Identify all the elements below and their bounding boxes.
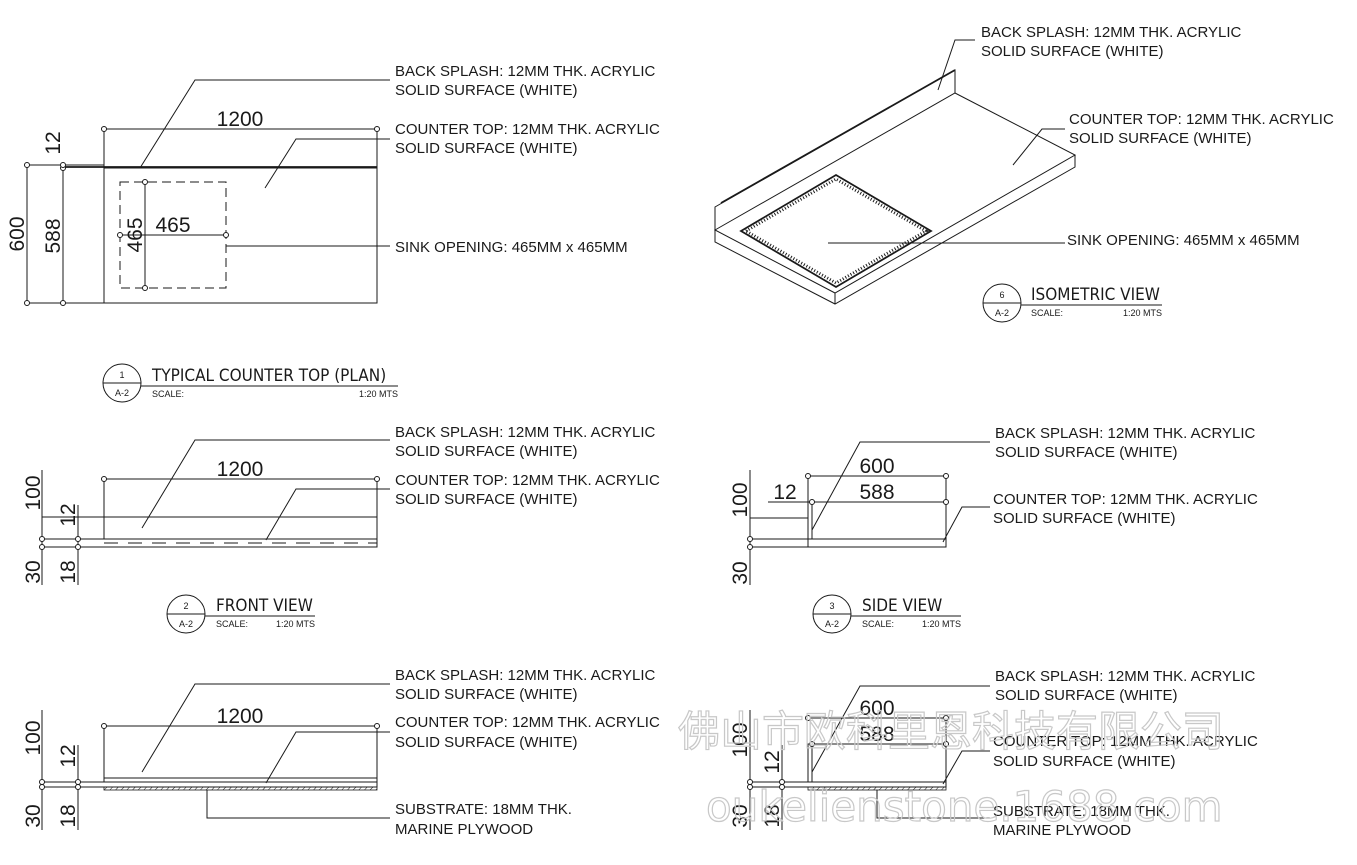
side-view-title: SIDE VIEW bbox=[862, 596, 942, 616]
iso-sheet-number: A-2 bbox=[995, 308, 1009, 318]
side-backsplash bbox=[807, 501, 813, 540]
section-front-substrate bbox=[103, 786, 378, 791]
front-sheet-number: A-2 bbox=[179, 619, 193, 629]
plan-note-sink-opening: SINK OPENING: 465MM x 465MM bbox=[395, 239, 628, 256]
plan-dim-588: 588 bbox=[42, 218, 65, 253]
side-dim-100: 100 bbox=[729, 482, 752, 517]
side-dim-12: 12 bbox=[773, 481, 796, 504]
plan-dim-12: 12 bbox=[42, 131, 65, 154]
front-dim-12: 12 bbox=[57, 503, 80, 526]
section-side-note-countertop-line2: SOLID SURFACE (WHITE) bbox=[993, 753, 1176, 770]
side-note-countertop-line1: COUNTER TOP: 12MM THK. ACRYLIC bbox=[993, 491, 1258, 508]
plan-scale-value: 1:20 MTS bbox=[359, 389, 398, 399]
side-scale-label: SCALE: bbox=[862, 619, 894, 629]
plan-counter-outline bbox=[103, 167, 378, 304]
side-scale-value: 1:20 MTS bbox=[922, 619, 961, 629]
front-note-countertop-line1: COUNTER TOP: 12MM THK. ACRYLIC bbox=[395, 472, 660, 489]
section-front-counter-top bbox=[77, 781, 378, 788]
plan-dim-600: 600 bbox=[6, 216, 29, 251]
plan-note-backsplash-line1: BACK SPLASH: 12MM THK. ACRYLIC bbox=[395, 63, 656, 80]
side-counter-top bbox=[807, 538, 947, 548]
iso-note-countertop-line1: COUNTER TOP: 12MM THK. ACRYLIC bbox=[1069, 111, 1334, 128]
iso-view-title: ISOMETRIC VIEW bbox=[1031, 285, 1160, 305]
side-view-number: 3 bbox=[829, 601, 834, 611]
iso-scale-value: 1:20 MTS bbox=[1123, 308, 1162, 318]
section-front-note-backsplash-line1: BACK SPLASH: 12MM THK. ACRYLIC bbox=[395, 667, 656, 684]
plan-note-countertop-line2: SOLID SURFACE (WHITE) bbox=[395, 140, 578, 157]
side-sheet-number: A-2 bbox=[825, 619, 839, 629]
front-dim-30: 30 bbox=[22, 560, 45, 583]
section-side-dim-12: 12 bbox=[761, 750, 784, 773]
front-view-number: 2 bbox=[183, 601, 188, 611]
section-side-note-backsplash-line2: SOLID SURFACE (WHITE) bbox=[995, 687, 1178, 704]
plan-scale-label: SCALE: bbox=[152, 389, 184, 399]
section-side-note-substrate-line1: SUBSTRATE: 18MM THK. bbox=[993, 803, 1170, 820]
plan-view-number: 1 bbox=[119, 370, 124, 380]
section-side-dim-18: 18 bbox=[761, 804, 784, 827]
iso-note-sink-opening: SINK OPENING: 465MM x 465MM bbox=[1067, 232, 1300, 249]
section-side-note-backsplash-line1: BACK SPLASH: 12MM THK. ACRYLIC bbox=[995, 668, 1256, 685]
front-view-title: FRONT VIEW bbox=[216, 596, 313, 616]
section-front-dim-18: 18 bbox=[57, 804, 80, 827]
plan-note-countertop-line1: COUNTER TOP: 12MM THK. ACRYLIC bbox=[395, 121, 660, 138]
side-dim-600: 600 bbox=[859, 455, 894, 478]
section-front-dim-30: 30 bbox=[22, 804, 45, 827]
front-note-backsplash-line2: SOLID SURFACE (WHITE) bbox=[395, 443, 578, 460]
front-section-view: 1200 100 12 30 18 BACK SPLASH: 12MM THK.… bbox=[22, 667, 660, 838]
front-scale-value: 1:20 MTS bbox=[276, 619, 315, 629]
section-side-note-countertop-line1: COUNTER TOP: 12MM THK. ACRYLIC bbox=[993, 733, 1258, 750]
iso-scale-label: SCALE: bbox=[1031, 308, 1063, 318]
side-note-countertop-line2: SOLID SURFACE (WHITE) bbox=[993, 510, 1176, 527]
section-front-note-countertop-line1: COUNTER TOP: 12MM THK. ACRYLIC bbox=[395, 714, 660, 731]
section-side-dim-30: 30 bbox=[729, 804, 752, 827]
side-note-backsplash-line2: SOLID SURFACE (WHITE) bbox=[995, 444, 1178, 461]
section-front-dim-12: 12 bbox=[57, 744, 80, 767]
plan-sheet-number: A-2 bbox=[115, 388, 129, 398]
plan-view: 1200 600 588 12 465 465 BACK SPLASH: 12M… bbox=[6, 63, 660, 403]
watermark-website: oukelienstone.1688.com bbox=[706, 782, 1223, 831]
section-side-dim-588: 588 bbox=[859, 723, 894, 746]
plan-view-title: TYPICAL COUNTER TOP (PLAN) bbox=[151, 366, 386, 386]
watermark: 佛山市欧科里恩科技有限公司 oukelienstone.1688.com bbox=[677, 706, 1224, 831]
iso-sink-opening bbox=[739, 173, 933, 289]
iso-counter-top bbox=[713, 92, 1077, 294]
plan-dim-465-horizontal: 465 bbox=[155, 214, 190, 237]
side-section-view: 600 588 100 12 30 18 BACK SPLASH: 12MM T… bbox=[729, 668, 1258, 839]
section-front-dim-100: 100 bbox=[22, 720, 45, 755]
front-backsplash bbox=[103, 516, 378, 540]
section-side-dim-600: 600 bbox=[859, 697, 894, 720]
front-scale-label: SCALE: bbox=[216, 619, 248, 629]
plan-dim-465-vertical: 465 bbox=[124, 217, 147, 252]
section-front-note-countertop-line2: SOLID SURFACE (WHITE) bbox=[395, 734, 578, 751]
front-dim-100: 100 bbox=[22, 475, 45, 510]
section-front-note-substrate-line1: SUBSTRATE: 18MM THK. bbox=[395, 801, 572, 818]
front-dim-1200: 1200 bbox=[217, 458, 264, 481]
section-side-dim-100: 100 bbox=[729, 722, 752, 757]
side-note-backsplash-line1: BACK SPLASH: 12MM THK. ACRYLIC bbox=[995, 425, 1256, 442]
iso-note-backsplash-line2: SOLID SURFACE (WHITE) bbox=[981, 43, 1164, 60]
iso-view-number: 6 bbox=[999, 290, 1004, 300]
watermark-company-name: 佛山市欧科里恩科技有限公司 bbox=[678, 707, 1224, 756]
section-front-backsplash bbox=[103, 777, 378, 783]
front-view: 1200 100 12 30 18 BACK SPLASH: 12MM THK.… bbox=[22, 424, 660, 634]
side-view: 600 588 12 100 30 BACK SPLASH: 12MM THK.… bbox=[729, 425, 1258, 634]
side-dim-588: 588 bbox=[859, 481, 894, 504]
isometric-view: BACK SPLASH: 12MM THK. ACRYLIC SOLID SUR… bbox=[713, 24, 1334, 323]
side-dim-30: 30 bbox=[729, 561, 752, 584]
iso-note-countertop-line2: SOLID SURFACE (WHITE) bbox=[1069, 130, 1252, 147]
section-side-note-substrate-line2: MARINE PLYWOOD bbox=[993, 822, 1131, 839]
section-front-dim-1200: 1200 bbox=[217, 705, 264, 728]
plan-dim-1200: 1200 bbox=[217, 108, 264, 131]
front-dim-18: 18 bbox=[57, 560, 80, 583]
section-front-note-backsplash-line2: SOLID SURFACE (WHITE) bbox=[395, 686, 578, 703]
front-note-backsplash-line1: BACK SPLASH: 12MM THK. ACRYLIC bbox=[395, 424, 656, 441]
front-note-countertop-line2: SOLID SURFACE (WHITE) bbox=[395, 491, 578, 508]
section-front-note-substrate-line2: MARINE PLYWOOD bbox=[395, 821, 533, 838]
plan-note-backsplash-line2: SOLID SURFACE (WHITE) bbox=[395, 82, 578, 99]
iso-note-backsplash-line1: BACK SPLASH: 12MM THK. ACRYLIC bbox=[981, 24, 1242, 41]
